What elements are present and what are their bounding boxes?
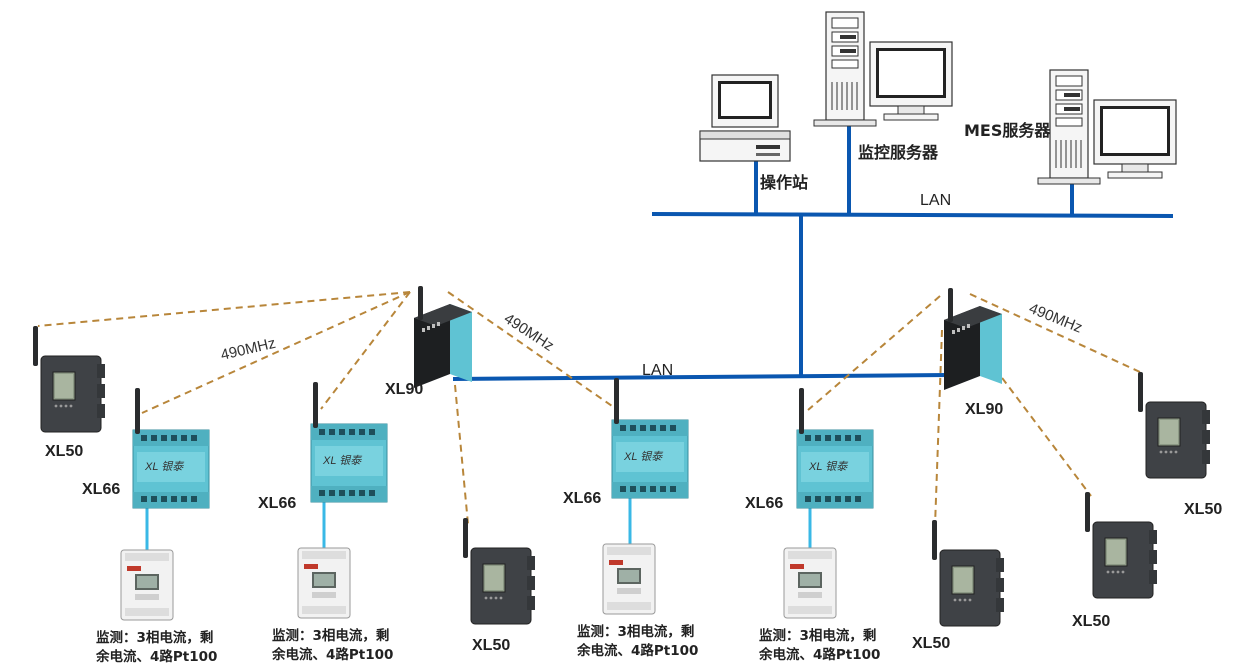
xl50-label: XL50 [912,635,950,652]
radio-links [37,291,1141,527]
meter-note: 监测：3相电流，剩 余电流、4路Pt100 [271,627,393,663]
mid-lan-line [452,373,949,381]
xl50-label: XL50 [45,443,83,460]
xl66-module: XL 银泰 [611,377,689,499]
meter-note: 监测：3相电流，剩 余电流、4路Pt100 [758,627,880,663]
xl66-module: XL 银泰 [310,381,388,503]
radio-link [454,384,469,525]
svg-text:监测：3相电流，剩: 监测：3相电流，剩 [759,627,876,644]
mes-server [1037,69,1177,185]
svg-text:XL 银泰: XL 银泰 [808,460,848,473]
radio-link [141,291,411,414]
svg-text:余电流、4路Pt100: 余电流、4路Pt100 [576,642,698,659]
energy-meter [602,543,656,615]
radio-link [447,291,613,407]
xl50-terminal [1084,491,1158,599]
svg-text:XL 银泰: XL 银泰 [623,450,663,463]
energy-meter [297,547,351,619]
radio-frequency-label: 490MHz [1027,300,1085,337]
svg-text:XL 银泰: XL 银泰 [322,454,362,467]
xl50-terminal [1137,371,1211,479]
xl50-label: XL50 [472,637,510,654]
xl66-label: XL66 [258,495,296,512]
svg-text:余电流、4路Pt100: 余电流、4路Pt100 [758,646,880,663]
radio-link [934,329,943,527]
module-meter-cables [145,498,812,550]
svg-text:XL 银泰: XL 银泰 [144,460,184,473]
xl66-label: XL66 [745,495,783,512]
xl90-gateway-right [944,288,1002,390]
xl50-terminal [462,517,536,625]
radio-link [37,291,411,327]
lan-network [452,120,1174,381]
radio-frequency-label: 490MHz [219,335,277,364]
operator-station-pc [699,74,791,162]
radio-link [320,291,411,410]
xl50-terminal [931,519,1005,627]
mes-server-label: MES服务器 [964,121,1051,140]
meter-note: 监测：3相电流，剩 余电流、4路Pt100 [576,623,698,659]
energy-meter [120,549,174,621]
xl66-label: XL66 [82,481,120,498]
svg-text:监测：3相电流，剩: 监测：3相电流，剩 [577,623,694,640]
meter-note: 监测：3相电流，剩 余电流、4路Pt100 [95,629,217,665]
radio-link [807,295,941,411]
operator-station-label: 操作站 [760,173,808,192]
xl50-label: XL50 [1072,613,1110,630]
top-lan-line [651,212,1174,218]
xl50-label: XL50 [1184,501,1222,518]
xl50-terminal [32,325,106,433]
radio-link [965,329,1092,497]
monitor-server [813,11,953,127]
monitor-server-label: 监控服务器 [858,143,939,162]
top-lan-label: LAN [920,192,951,209]
svg-text:余电流、4路Pt100: 余电流、4路Pt100 [271,646,393,663]
xl90-label-right: XL90 [965,401,1003,418]
xl66-label: XL66 [563,490,601,507]
xl90-gateway-left [414,286,472,388]
xl90-label-left: XL90 [385,381,423,398]
xl66-module: XL 银泰 [796,387,874,509]
xl66-module: XL 银泰 [132,387,210,509]
mid-lan-label: LAN [642,362,673,379]
svg-text:监测：3相电流，剩: 监测：3相电流，剩 [96,629,213,646]
energy-meter [783,547,837,619]
svg-text:余电流、4路Pt100: 余电流、4路Pt100 [95,648,217,665]
svg-text:监测：3相电流，剩: 监测：3相电流，剩 [272,627,389,644]
